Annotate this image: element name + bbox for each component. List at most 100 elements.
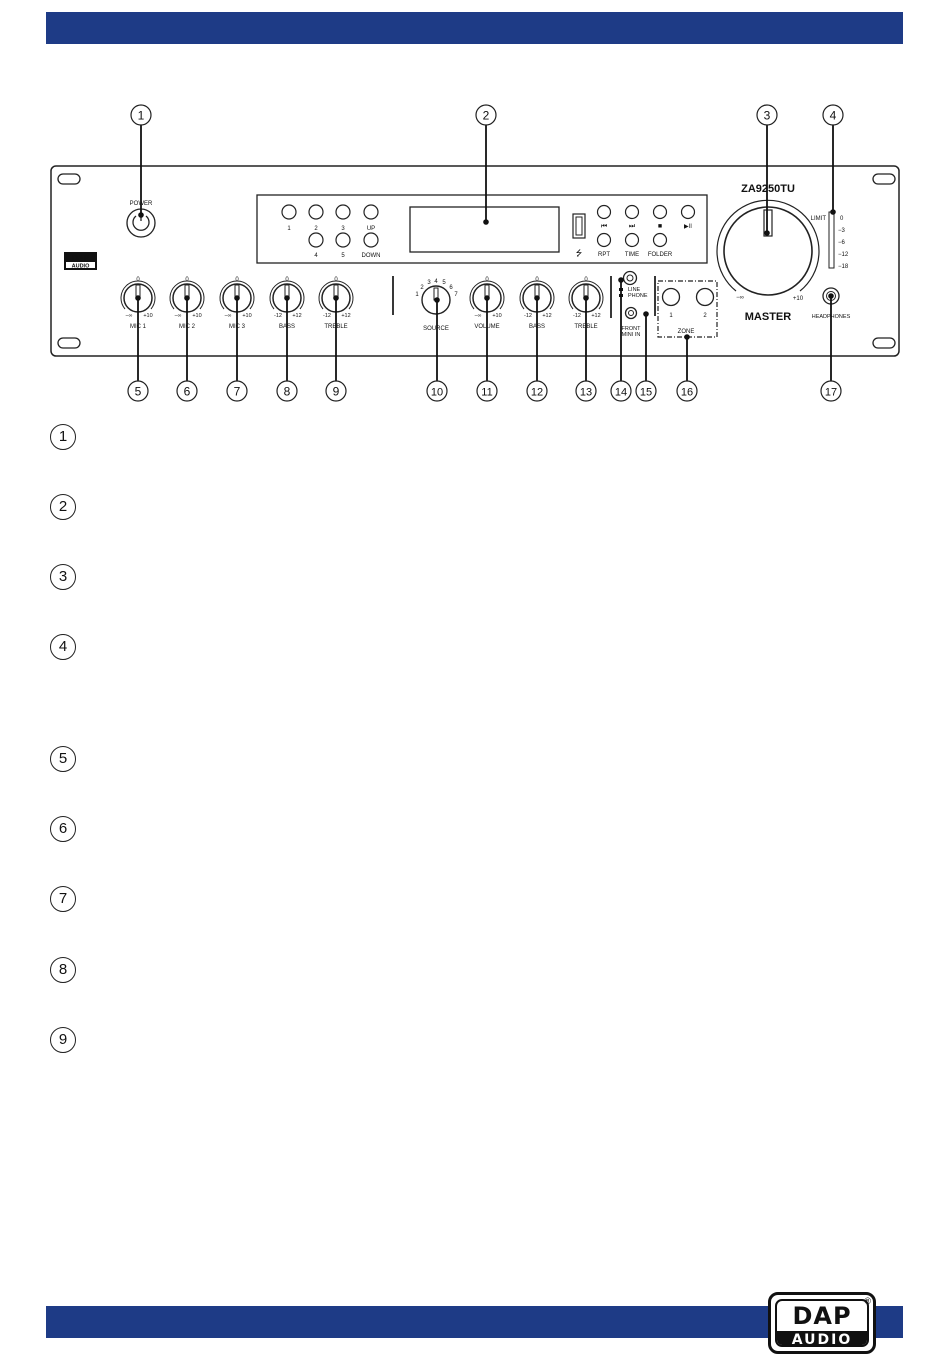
svg-text:3: 3 [427, 280, 431, 286]
preset-button-5 [335, 232, 351, 248]
svg-text:0: 0 [485, 277, 489, 283]
rpt-button [596, 232, 612, 248]
svg-text:LINE: LINE [628, 287, 641, 293]
svg-text:8: 8 [284, 385, 291, 399]
svg-text:AUDIO: AUDIO [72, 264, 90, 270]
level-meter [828, 211, 835, 269]
svg-text:1: 1 [415, 292, 419, 298]
down-button [363, 232, 379, 248]
svg-text:-12: -12 [573, 313, 581, 319]
svg-text:5: 5 [442, 280, 446, 286]
callout-9: 9 [325, 295, 347, 402]
rack-hole [872, 337, 896, 349]
callout-14: 14 [610, 277, 632, 402]
svg-text:4: 4 [434, 279, 438, 285]
svg-text:DAP: DAP [72, 254, 90, 263]
master-label: MASTER [745, 311, 792, 323]
svg-text:-12: -12 [323, 313, 331, 319]
svg-text:FOLDER: FOLDER [648, 252, 673, 258]
svg-text:DOWN: DOWN [362, 253, 381, 259]
master-knob [723, 206, 813, 296]
svg-text:17: 17 [825, 387, 837, 399]
svg-text:2: 2 [703, 313, 707, 319]
svg-text:+10: +10 [143, 313, 152, 319]
svg-text:2: 2 [314, 226, 318, 232]
callout-8: 8 [276, 295, 298, 402]
dap-audio-logo: DAP AUDIO ® [768, 1292, 876, 1354]
svg-text:−∞: −∞ [736, 295, 744, 301]
play-pause-icon: ▶II [684, 224, 692, 230]
legend-number-1: 1 [50, 424, 76, 450]
legend-number-5: 5 [50, 746, 76, 772]
svg-text:+12: +12 [591, 313, 600, 319]
legend-number-3: 3 [50, 564, 76, 590]
callout-7: 7 [226, 295, 248, 402]
callout-2: 2 [475, 104, 497, 225]
rack-hole [872, 173, 896, 185]
svg-text:1: 1 [138, 109, 145, 123]
usb-port [572, 213, 586, 239]
legend-number-4: 4 [50, 634, 76, 660]
svg-text:0: 0 [235, 277, 239, 283]
callout-6: 6 [176, 295, 198, 402]
footer-band [46, 1306, 903, 1338]
svg-text:1: 1 [669, 313, 673, 319]
svg-text:0: 0 [334, 277, 338, 283]
prev-button [596, 204, 612, 220]
front-mini-in-jack [624, 306, 638, 320]
svg-text:2: 2 [483, 109, 490, 123]
master-scale [716, 199, 820, 292]
callout-10: 10 [426, 297, 448, 402]
prev-icon: ⏮ [601, 223, 607, 230]
svg-text:6: 6 [449, 285, 453, 291]
svg-text:TIME: TIME [625, 252, 639, 258]
callout-3: 3 [756, 104, 778, 236]
svg-text:12: 12 [531, 387, 543, 399]
svg-text:+10: +10 [793, 296, 804, 302]
svg-text:−∞: −∞ [224, 313, 231, 319]
callout-4: 4 [822, 104, 844, 215]
callout-17: 17 [820, 293, 842, 402]
svg-text:+12: +12 [341, 313, 350, 319]
svg-text:9: 9 [333, 385, 340, 399]
legend-number-2: 2 [50, 494, 76, 520]
svg-text:+12: +12 [292, 313, 301, 319]
svg-text:0: 0 [136, 277, 140, 283]
svg-text:0: 0 [584, 277, 588, 283]
svg-text:UP: UP [367, 226, 375, 232]
preset-button-1 [281, 204, 297, 220]
svg-text:6: 6 [184, 385, 191, 399]
usb-icon: ⭍ [576, 249, 583, 258]
svg-text:+10: +10 [192, 313, 201, 319]
svg-text:7: 7 [234, 385, 241, 399]
svg-text:MINI IN: MINI IN [622, 332, 641, 338]
rack-hole [57, 173, 81, 185]
callout-5: 5 [127, 295, 149, 402]
legend-number-6: 6 [50, 816, 76, 842]
svg-text:3: 3 [341, 226, 345, 232]
next-icon: ⏭ [629, 223, 636, 230]
svg-text:10: 10 [431, 387, 443, 399]
zone-button-2 [695, 287, 715, 307]
up-button [363, 204, 379, 220]
svg-text:-12: -12 [524, 313, 532, 319]
svg-text:ZONE: ZONE [678, 329, 695, 335]
time-button [624, 232, 640, 248]
play-pause-button [680, 204, 696, 220]
legend-number-7: 7 [50, 886, 76, 912]
svg-text:+10: +10 [242, 313, 251, 319]
legend-number-8: 8 [50, 957, 76, 983]
svg-text:SOURCE: SOURCE [423, 326, 449, 332]
stop-button [652, 204, 668, 220]
legend-number-9: 9 [50, 1027, 76, 1053]
svg-text:−6: −6 [838, 240, 846, 246]
svg-text:+12: +12 [542, 313, 551, 319]
svg-text:3: 3 [764, 109, 771, 123]
svg-text:−∞: −∞ [174, 313, 181, 319]
callout-16: 16 [676, 334, 698, 402]
power-icon [132, 215, 150, 231]
panel-logo: DAP AUDIO [64, 252, 97, 270]
svg-text:PHONE: PHONE [628, 293, 648, 299]
svg-text:RPT: RPT [598, 252, 610, 258]
folder-button [652, 232, 668, 248]
